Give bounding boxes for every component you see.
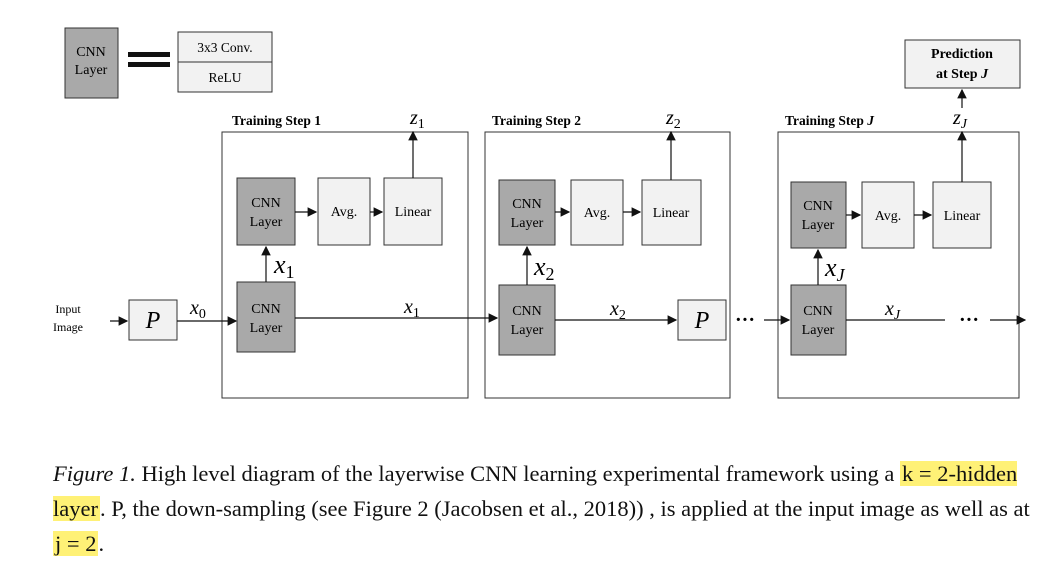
step-j-cnn-top-line1: CNN — [803, 199, 833, 214]
step-j-avg — [861, 181, 915, 249]
xJ-label: xJ — [884, 298, 901, 323]
step-j-cnn-bottom-line1: CNN — [803, 304, 833, 319]
step-1-linear-label: Linear — [395, 205, 432, 220]
downsample-label-1: P — [145, 308, 161, 334]
legend-cnn-line1: CNN — [76, 45, 106, 60]
caption-figure-label: Figure 1. — [53, 461, 136, 486]
step-2-title: Training Step 2 — [492, 113, 581, 128]
equals-bar-top — [128, 52, 170, 57]
step-1-avg — [317, 177, 371, 246]
prediction-line2: at Step J — [936, 67, 989, 82]
z2-label: z2 — [665, 107, 681, 132]
legend-cnn-line2: Layer — [75, 63, 108, 78]
downsample-box-2 — [677, 299, 727, 341]
step-1-box — [221, 131, 469, 399]
input-image-line2: Image — [53, 320, 83, 334]
step-j-title: Training Step J — [785, 113, 875, 128]
step-2-avg — [570, 179, 624, 246]
z1-label: z1 — [409, 107, 425, 132]
step-1-cnn-top-line1: CNN — [251, 196, 281, 211]
legend-conv-label: 3x3 Conv. — [197, 40, 252, 55]
step-2-avg-label: Avg. — [584, 206, 611, 221]
prediction-box: Prediction at Step J — [904, 39, 1021, 89]
step-1-cnn-top — [236, 177, 296, 246]
step-2-cnn-bottom — [498, 284, 556, 356]
x2-label: x2 — [609, 298, 626, 323]
step-j-cnn-bottom — [790, 284, 847, 356]
figure-caption: Figure 1. High level diagram of the laye… — [53, 456, 1043, 561]
step-2-cnn-top-line2: Layer — [511, 216, 544, 231]
step-2-cnn-top — [498, 179, 556, 246]
caption-highlight-2: j = 2 — [53, 531, 99, 556]
step-1-cnn-top-line2: Layer — [250, 215, 283, 230]
step-1-cnn-bottom-line2: Layer — [250, 321, 283, 336]
equals-bar-bottom — [128, 62, 170, 67]
step-1-cnn-bottom-line1: CNN — [251, 302, 281, 317]
x1-label: x1 — [403, 296, 420, 321]
step-2-cnn-top-line1: CNN — [512, 197, 542, 212]
downsample-box-1 — [128, 299, 178, 341]
zJ-label: zJ — [952, 107, 968, 132]
legend-relu-label: ReLU — [209, 70, 242, 85]
step-2-box — [484, 131, 731, 399]
step-1-linear — [383, 177, 443, 246]
ellipsis-1: ··· — [735, 309, 755, 331]
prediction-line1: Prediction — [931, 47, 993, 62]
step-2-x2-vertical: x2 — [533, 252, 555, 284]
step-j-xJ-vertical: xJ — [824, 253, 846, 285]
step-2-linear — [641, 179, 702, 246]
step-j-avg-label: Avg. — [875, 209, 902, 224]
ellipsis-2: ··· — [959, 309, 979, 331]
x0-label: x0 — [189, 297, 206, 322]
step-1-avg-label: Avg. — [331, 205, 358, 220]
caption-text-3: . — [98, 531, 105, 556]
step-j-cnn-top-line2: Layer — [802, 218, 835, 233]
step-2-cnn-bottom-line1: CNN — [512, 304, 542, 319]
step-2-cnn-bottom-line2: Layer — [511, 323, 544, 338]
input-image-line1: Input — [55, 302, 81, 316]
downsample-label-2: P — [694, 308, 710, 334]
step-j-linear-label: Linear — [944, 209, 981, 224]
step-1-cnn-bottom — [236, 281, 296, 353]
legend: CNN Layer 3x3 Conv. ReLU — [64, 27, 273, 99]
step-j-linear — [932, 181, 992, 249]
caption-text-1: High level diagram of the layerwise CNN … — [135, 461, 901, 486]
caption-text-2: . P, the down-sampling (see Figure 2 (Ja… — [99, 496, 1030, 521]
step-1-title: Training Step 1 — [232, 113, 321, 128]
step-j-box — [777, 131, 1020, 399]
step-j-cnn-bottom-line2: Layer — [802, 323, 835, 338]
step-j-cnn-top — [790, 181, 847, 249]
framework-diagram: CNN Layer 3x3 Conv. ReLU Prediction at S… — [53, 27, 1027, 399]
step-1-x1-vertical: x1 — [273, 250, 295, 282]
step-2-linear-label: Linear — [653, 206, 690, 221]
